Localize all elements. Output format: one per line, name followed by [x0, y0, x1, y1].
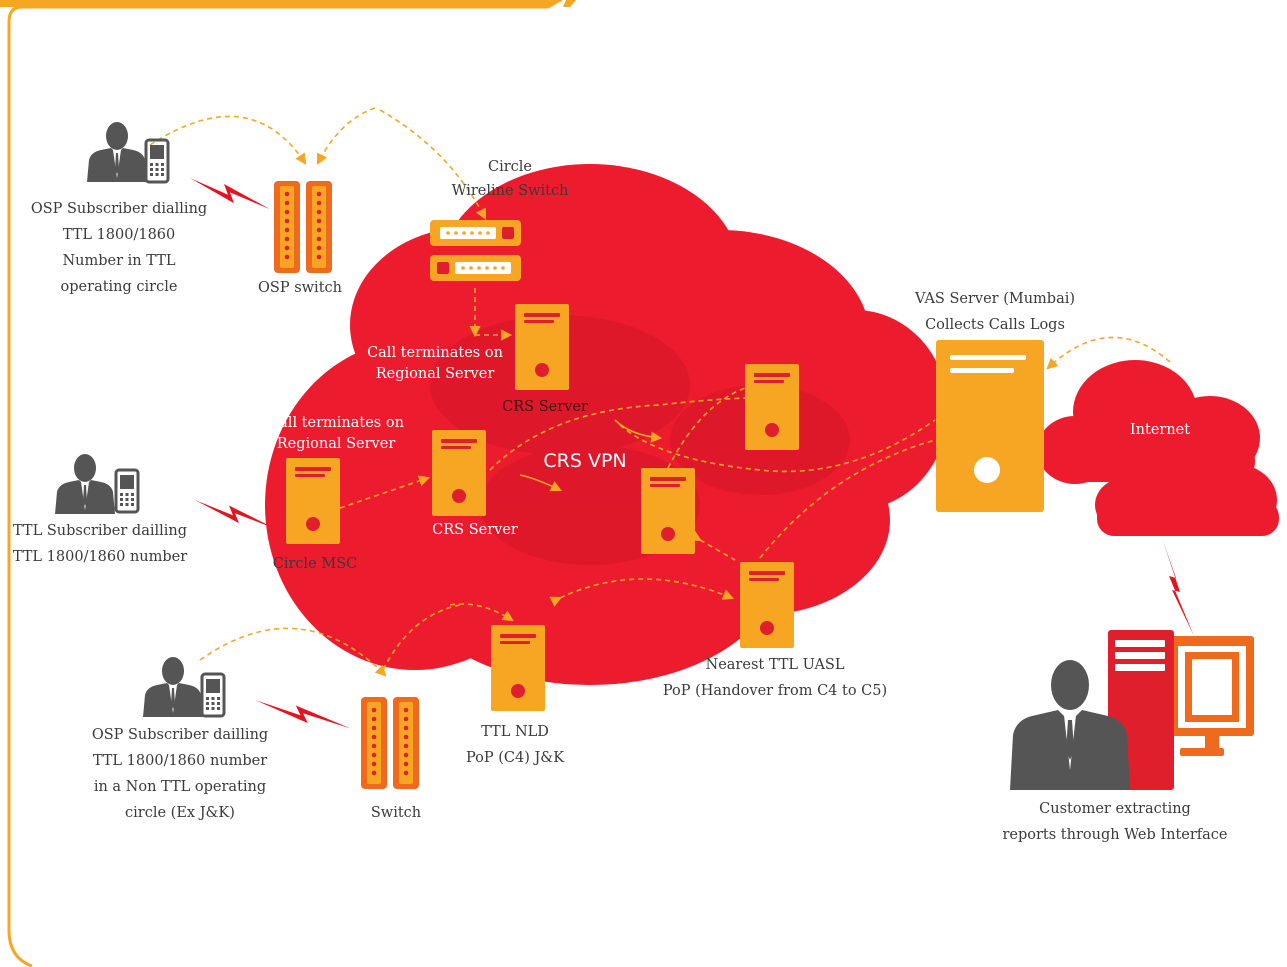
switch-label: Switch	[346, 800, 446, 826]
label-line: Call terminates on	[268, 415, 404, 431]
server-tower-icon	[740, 562, 794, 648]
switch-rack-icon	[361, 697, 419, 789]
lightning-link-icon	[1162, 538, 1194, 636]
mobile-phone-icon	[200, 672, 226, 718]
solid-flow-arrows	[519, 419, 663, 492]
mobile-phone-icon	[114, 468, 140, 514]
label-line: Wireline Switch	[451, 183, 569, 199]
label-line: Internet	[1129, 422, 1191, 438]
crs-server-top-label: CRS Server	[485, 394, 605, 420]
osp-subscriber-non-ttl-label: OSP Subscriber dailling TTL 1800/1860 nu…	[80, 722, 280, 826]
dashed-links	[149, 107, 1171, 677]
call-terminates-label-2: Call terminates on Regional Server	[256, 413, 416, 455]
label-line: Regional Server	[375, 366, 495, 382]
server-tower-icon	[515, 304, 569, 390]
label-line: Call terminates on	[367, 345, 503, 361]
label-line: Circle MSC	[272, 556, 358, 572]
label-line: CRS Server	[502, 399, 588, 415]
server-tower-icon	[491, 625, 545, 711]
label-line: VAS Server (Mumbai)	[914, 291, 1076, 307]
label-line: CRS Server	[432, 522, 518, 538]
switch-rack-icon	[274, 181, 332, 273]
label-line: in a Non TTL operating	[93, 779, 267, 795]
label-line: reports through Web Interface	[1002, 827, 1228, 843]
server-tower-icon	[286, 458, 340, 544]
internet-label: Internet	[1110, 420, 1210, 441]
label-line: circle (Ex J&K)	[125, 805, 235, 821]
label-line: OSP Subscriber dialling	[30, 201, 208, 217]
customer-person-icon	[1010, 660, 1130, 790]
label-line: Nearest TTL UASL	[705, 657, 845, 673]
crs-vpn-label: CRS VPN	[530, 448, 640, 474]
rack-unit-icon	[430, 220, 521, 281]
mobile-phone-icon	[144, 138, 170, 184]
label-line: Regional Server	[276, 436, 396, 452]
label-line: PoP (Handover from C4 to C5)	[662, 683, 888, 699]
ttl-nld-label: TTL NLD PoP (C4) J&K	[445, 719, 585, 771]
label-line: Switch	[370, 805, 422, 821]
nearest-ttl-uasl-label: Nearest TTL UASL PoP (Handover from C4 t…	[645, 652, 905, 704]
label-line: TTL 1800/1860 number	[92, 753, 268, 769]
osp-switch-label: OSP switch	[240, 275, 360, 301]
business-person-icon	[87, 122, 147, 182]
internet-cloud-lower	[1095, 436, 1279, 536]
label-line: TTL Subscriber dailling	[12, 523, 188, 539]
lightning-link-icon	[195, 500, 275, 529]
business-person-icon	[143, 657, 203, 717]
label-line: TTL 1800/1860	[62, 227, 176, 243]
label-line: TTL 1800/1860 number	[12, 549, 188, 565]
customer-label: Customer extracting reports through Web …	[995, 796, 1235, 848]
circle-wireline-switch-label: Circle Wireline Switch	[430, 155, 590, 203]
server-tower-icon	[745, 364, 799, 450]
label-line: Collects Calls Logs	[925, 317, 1065, 333]
label-line: operating circle	[60, 279, 178, 295]
vas-server-label: VAS Server (Mumbai) Collects Calls Logs	[895, 286, 1095, 338]
label-line: Circle	[487, 159, 532, 175]
circle-msc-label: Circle MSC	[255, 551, 375, 577]
label-line: TTL NLD	[481, 724, 549, 740]
page-frame	[0, 0, 576, 967]
crs-server-mid-label: CRS Server	[415, 520, 535, 541]
monitor-icon	[1170, 636, 1254, 756]
label-line: PoP (C4) J&K	[465, 750, 565, 766]
label-line: Number in TTL	[62, 253, 176, 269]
business-person-icon	[55, 454, 115, 514]
vas-server-icon	[936, 340, 1044, 512]
server-tower-icon	[432, 430, 486, 516]
label-line: OSP Subscriber dailling	[91, 727, 269, 743]
ttl-subscriber-label: TTL Subscriber dailling TTL 1800/1860 nu…	[5, 518, 195, 570]
label-line: CRS VPN	[543, 450, 627, 472]
server-tower-icon	[641, 468, 695, 554]
call-terminates-label-1: Call terminates on Regional Server	[355, 343, 515, 385]
osp-subscriber-label: OSP Subscriber dialling TTL 1800/1860 Nu…	[24, 196, 214, 300]
label-line: OSP switch	[258, 280, 342, 296]
label-line: Customer extracting	[1039, 801, 1191, 817]
